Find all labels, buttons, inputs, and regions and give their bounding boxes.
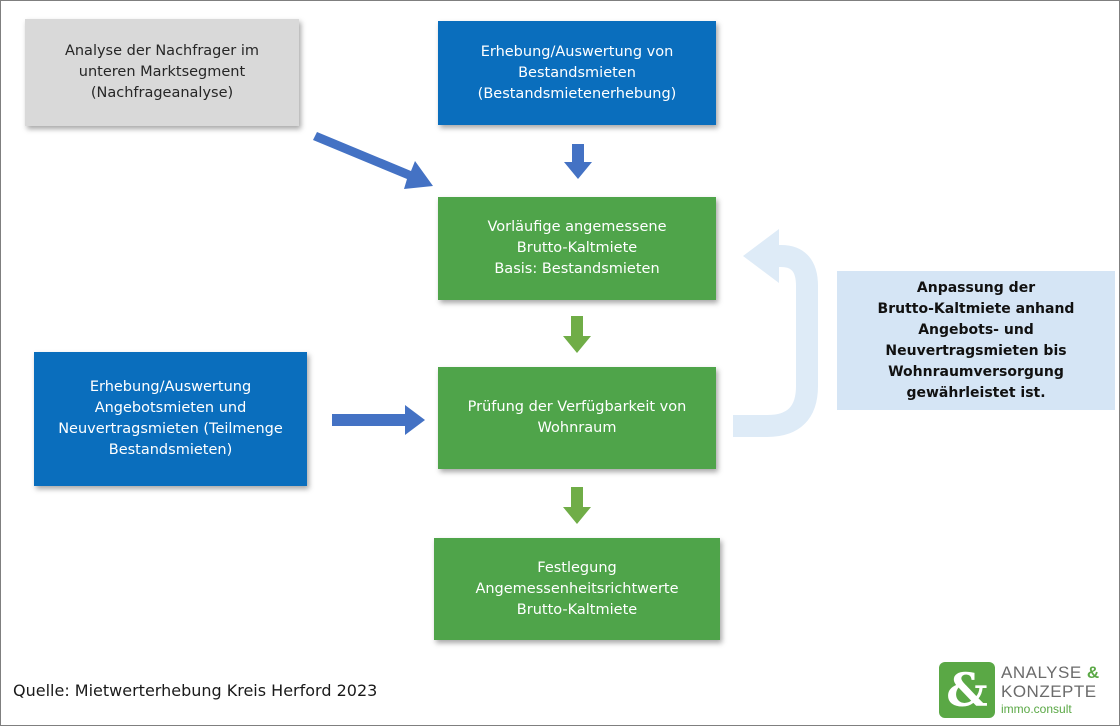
feedback-loop-arrowhead bbox=[743, 229, 779, 283]
box-line: Brutto-Kaltmiete bbox=[516, 601, 638, 618]
box-line: Brutto-Kaltmiete bbox=[516, 240, 638, 256]
company-logo: & ANALYSE & KONZEPTE immo.consult bbox=[939, 662, 1117, 720]
down-arrow-blue bbox=[564, 144, 592, 179]
pruefung-wohnraum-box: Prüfung der Verfügbarkeit von Wohnraum bbox=[438, 367, 716, 469]
box-line: Erhebung/Auswertung von bbox=[480, 43, 674, 60]
box-line: unteren Marktsegment bbox=[78, 64, 246, 80]
vorlaeufige-kaltmiete-box: Vorläufige angemessene Brutto-Kaltmiete … bbox=[438, 197, 716, 300]
box-line: Analyse der Nachfrager im bbox=[64, 43, 260, 59]
logo-line-2: KONZEPTE bbox=[1001, 682, 1097, 701]
box-line: Festlegung bbox=[537, 559, 617, 576]
box-line: Basis: Bestandsmieten bbox=[494, 261, 660, 277]
box-line: Brutto-Kaltmiete anhand bbox=[877, 300, 1075, 317]
festlegung-box: Festlegung Angemessenheitsrichtwerte Bru… bbox=[434, 538, 720, 640]
box-line: Neuvertragsmieten (Teilmenge bbox=[58, 421, 283, 437]
bestandsmieten-box: Erhebung/Auswertung von Bestandsmieten (… bbox=[438, 21, 716, 125]
logo-line-1: ANALYSE & bbox=[1001, 663, 1100, 683]
box-line: Wohnraumversorgung bbox=[888, 363, 1064, 380]
source-caption: Quelle: Mietwerterhebung Kreis Herford 2… bbox=[13, 681, 378, 700]
box-line: Angebots- und bbox=[918, 321, 1034, 338]
right-arrow-blue bbox=[332, 405, 425, 435]
box-line: Anpassung der bbox=[916, 279, 1036, 296]
box-line: Angebotsmieten und bbox=[94, 400, 247, 416]
box-line: (Nachfrageanalyse) bbox=[90, 85, 234, 101]
diagonal-arrow bbox=[313, 132, 433, 189]
anpassung-box: Anpassung der Brutto-Kaltmiete anhand An… bbox=[837, 271, 1115, 410]
logo-line-3: immo.consult bbox=[1001, 702, 1072, 716]
box-line: gewährleistet ist. bbox=[906, 384, 1046, 401]
down-arrow-green-2 bbox=[563, 487, 591, 524]
box-line: Neuvertragsmieten bis bbox=[885, 342, 1067, 359]
nachfrageanalyse-box: Analyse der Nachfrager im unteren Markts… bbox=[25, 19, 299, 126]
logo-ampersand: & bbox=[1086, 663, 1100, 682]
box-line: Prüfung der Verfügbarkeit von bbox=[467, 399, 687, 415]
box-line: Bestandsmieten bbox=[518, 64, 636, 81]
down-arrow-green-1 bbox=[563, 316, 591, 353]
box-line: Erhebung/Auswertung bbox=[89, 379, 252, 395]
box-line: Bestandsmieten) bbox=[108, 442, 233, 458]
box-line: Vorläufige angemessene bbox=[487, 219, 667, 235]
feedback-loop-arrow bbox=[733, 245, 818, 437]
box-line: Angemessenheitsrichtwerte bbox=[475, 580, 679, 597]
ampersand-logo-icon: & bbox=[939, 662, 995, 718]
box-line: (Bestandsmietenerhebung) bbox=[477, 85, 677, 102]
angebotsmieten-box: Erhebung/Auswertung Angebotsmieten und N… bbox=[34, 352, 307, 486]
logo-word-analyse: ANALYSE bbox=[1001, 663, 1082, 682]
box-line: Wohnraum bbox=[537, 420, 617, 436]
